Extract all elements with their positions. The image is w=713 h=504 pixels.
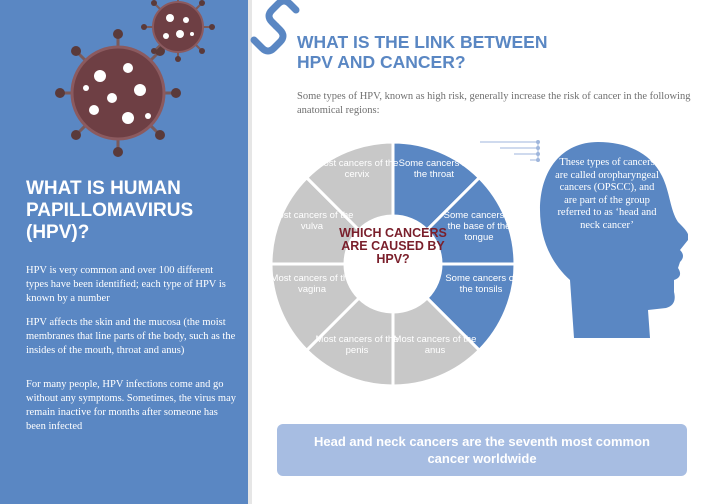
segment-cervix: [304, 140, 395, 233]
right-title-line2: HPV AND CANCER?: [297, 52, 466, 72]
segment-label-tongue: Some cancers in the base of the tongue: [443, 210, 515, 243]
segment-label-throat: Some cancers in the throat: [398, 158, 470, 180]
paragraph-hpv-symptoms: For many people, HPV infections come and…: [26, 379, 236, 432]
right-title: WHAT IS THE LINK BETWEEN HPV AND CANCER?: [297, 32, 548, 72]
virus-icon-large: [55, 29, 181, 157]
connector-lines: [480, 140, 540, 162]
segment-label-vagina: Most cancers of the vagina: [270, 273, 354, 295]
segment-label-tonsils: Some cancers of the tonsils: [445, 273, 517, 295]
chain-link-icon: [250, 0, 300, 55]
segment-label-penis: Most cancers of the penis: [315, 334, 399, 356]
head-silhouette-icon: [540, 142, 688, 338]
segment-label-cervix: Most cancers of the cervix: [315, 158, 399, 180]
left-title: WHAT IS HUMAN PAPILLOMAVIRUS (HPV)?: [26, 178, 194, 243]
wheel-center-label: WHICH CANCERS ARE CAUSED BY HPV?: [339, 226, 447, 266]
left-panel: WHAT IS HUMAN PAPILLOMAVIRUS (HPV)? HPV …: [0, 0, 252, 504]
head-text: These types of cancers are called oropha…: [555, 157, 659, 231]
virus-icon-small: [141, 0, 215, 62]
footer-banner: Head and neck cancers are the seventh mo…: [277, 424, 687, 476]
intro-text: Some types of HPV, known as high risk, g…: [297, 91, 691, 116]
paragraph-hpv-common: HPV is very common and over 100 differen…: [26, 265, 226, 304]
segment-label-anus: Most cancers of the anus: [393, 334, 477, 356]
footer-text: Head and neck cancers are the seventh mo…: [314, 434, 650, 466]
segment-label-vulva: Most cancers of the vulva: [270, 210, 354, 232]
right-title-line1: WHAT IS THE LINK BETWEEN: [297, 32, 548, 52]
paragraph-hpv-affects: HPV affects the skin and the mucosa (the…: [26, 317, 236, 356]
cancer-wheel: [269, 140, 517, 388]
